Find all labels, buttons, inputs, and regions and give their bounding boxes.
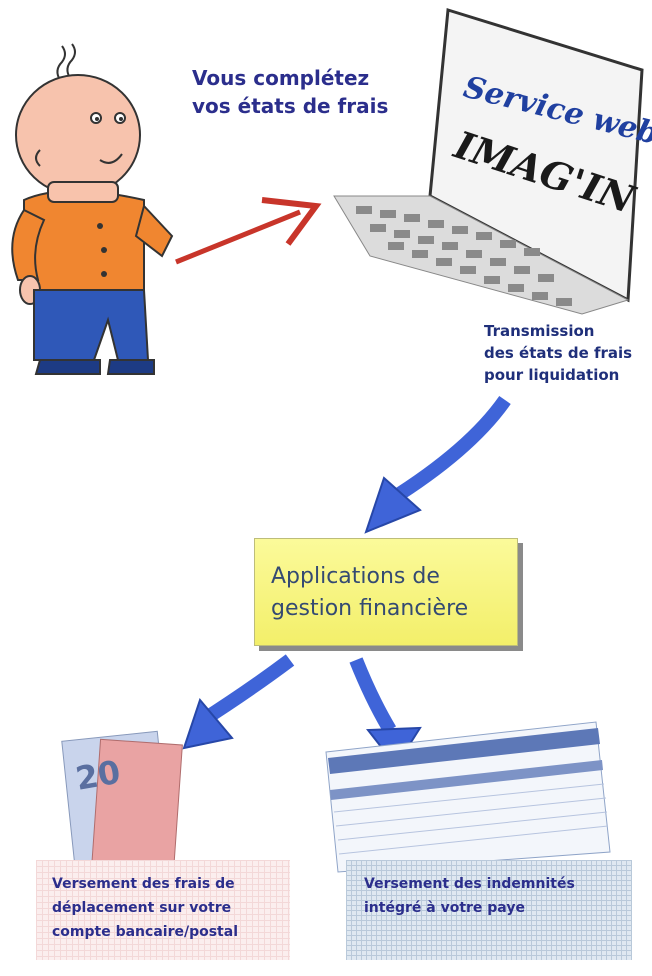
blue-arrow-transmission bbox=[364, 395, 511, 534]
red-arrow bbox=[175, 197, 322, 265]
blue-arrow-left bbox=[182, 654, 295, 750]
caption-line: pour liquidation bbox=[484, 366, 620, 384]
payslip-document-illustration bbox=[325, 721, 611, 873]
box-line: compte bancaire/postal bbox=[52, 924, 238, 940]
caption-line: Transmission bbox=[484, 322, 595, 340]
cartoon-person-illustration bbox=[11, 43, 174, 375]
box-line: Applications de bbox=[271, 564, 440, 589]
financial-apps-label: Applications de gestion financière bbox=[271, 561, 468, 625]
payroll-text: Versement des indemnités intégré à votre… bbox=[364, 872, 624, 920]
caption-complete-expenses: Vous complétez vos états de frais bbox=[192, 64, 388, 120]
banknote-number: 20 bbox=[73, 753, 123, 798]
laptop-illustration: Service web IMAG'IN bbox=[333, 8, 652, 315]
caption-line: Vous complétez bbox=[192, 66, 370, 90]
box-line: gestion financière bbox=[271, 596, 469, 621]
box-line: déplacement sur votre bbox=[52, 900, 232, 916]
caption-transmission: Transmission des états de frais pour liq… bbox=[484, 320, 632, 386]
box-line: Versement des indemnités bbox=[364, 876, 575, 892]
payroll-box: Versement des indemnités intégré à votre… bbox=[346, 860, 632, 960]
box-line: Versement des frais de bbox=[52, 876, 235, 892]
bank-transfer-text: Versement des frais de déplacement sur v… bbox=[52, 872, 278, 944]
caption-line: vos états de frais bbox=[192, 94, 389, 118]
financial-apps-box: Applications de gestion financière bbox=[254, 538, 518, 646]
caption-line: des états de frais bbox=[484, 344, 633, 362]
box-line: intégré à votre paye bbox=[364, 900, 525, 916]
banknotes-illustration: 20 bbox=[61, 730, 183, 874]
bank-transfer-box: Versement des frais de déplacement sur v… bbox=[36, 860, 290, 960]
